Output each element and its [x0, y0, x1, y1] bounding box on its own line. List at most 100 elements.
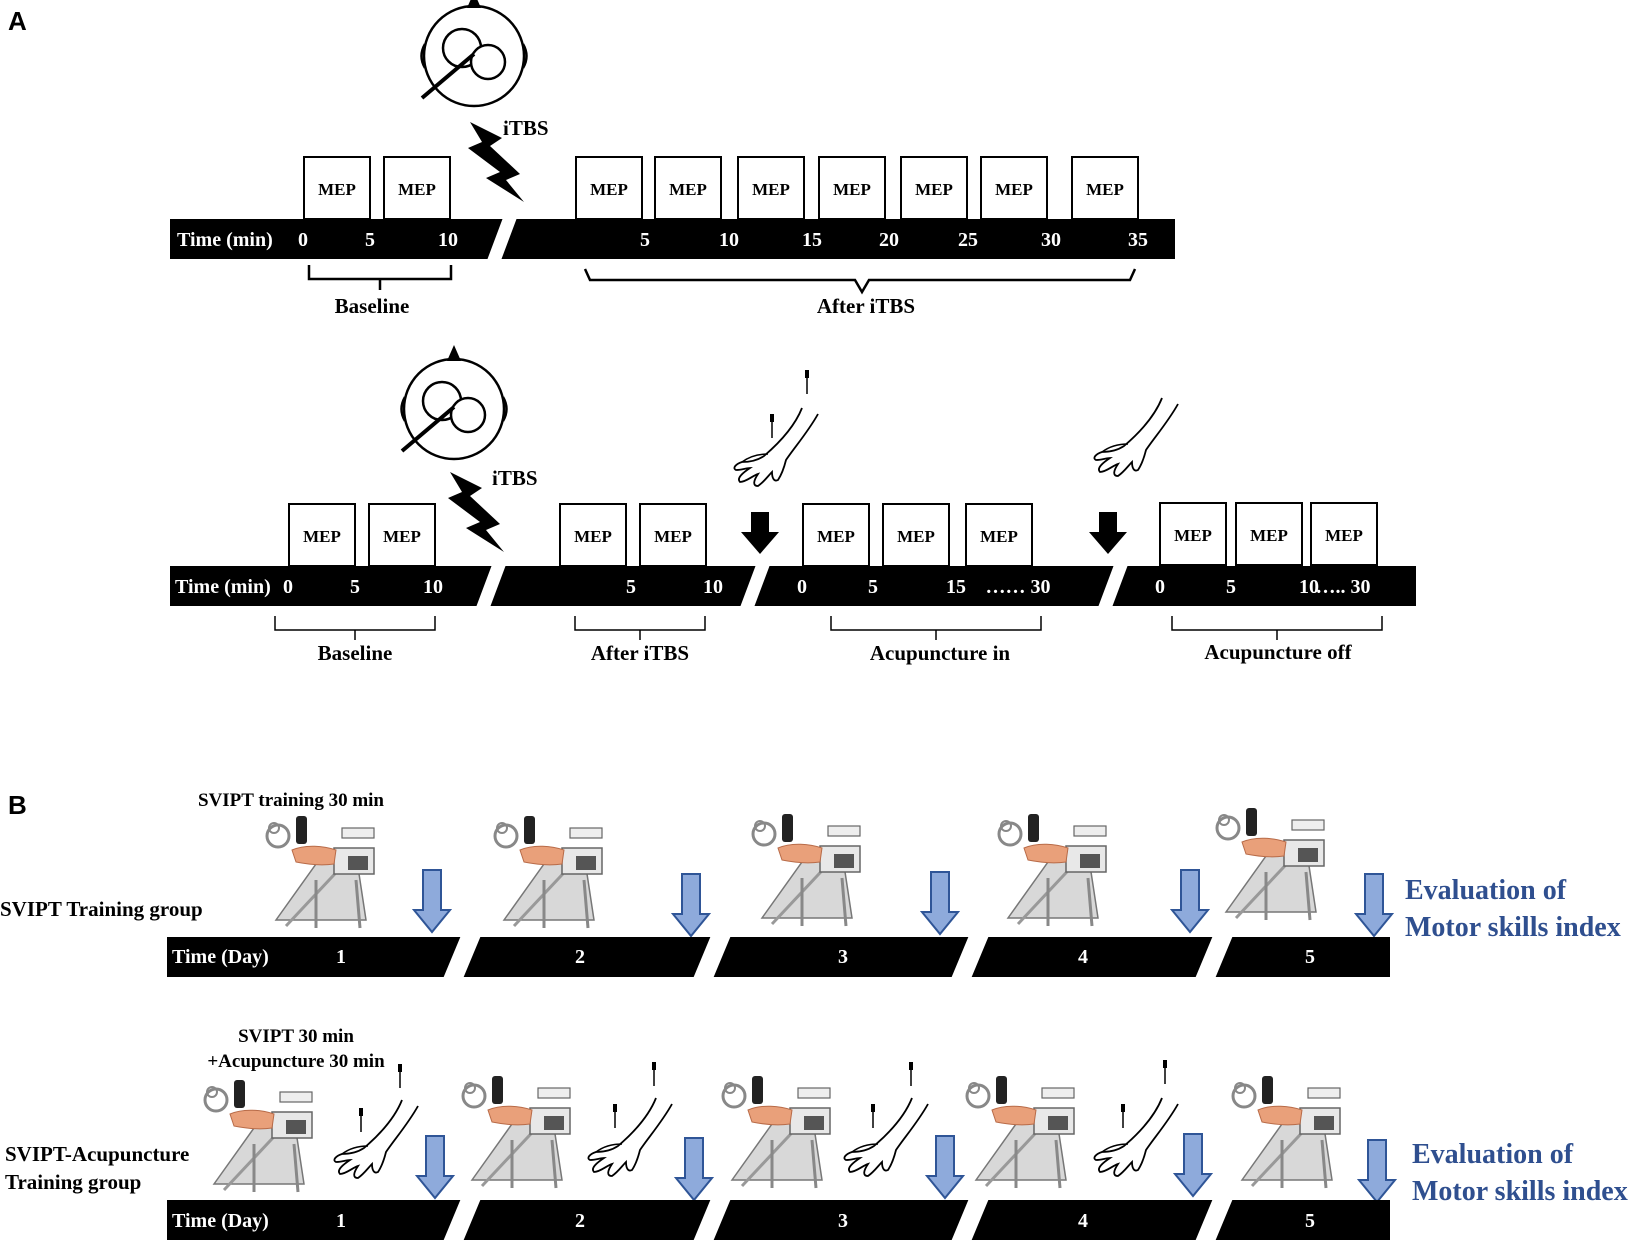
mep-label: MEP: [654, 527, 692, 546]
mep-boxes-row1: MEP MEP MEP MEP MEP MEP MEP MEP: [303, 156, 1139, 220]
down-arrow-icon: [1355, 873, 1393, 937]
mep-box: MEP: [654, 156, 722, 220]
mep-label: MEP: [897, 527, 935, 546]
bracket-label: Baseline: [335, 294, 410, 318]
timeline-bar-row1: [170, 215, 1175, 263]
robot-device-icon: [965, 1074, 1076, 1190]
tick-label: 25: [958, 229, 978, 251]
down-arrow-icon: [675, 1137, 713, 1201]
mep-label: MEP: [398, 180, 436, 199]
svipt-acu-header-line2: +Acupuncture 30 min: [207, 1051, 385, 1072]
mep-label: MEP: [1250, 526, 1288, 545]
bracket-label: After iTBS: [591, 641, 689, 665]
day-labels-row1: 1 2 3 4 5: [336, 946, 1315, 968]
tick-label: 5: [626, 576, 636, 598]
mep-label: MEP: [995, 180, 1033, 199]
robot-device-icon: [721, 1074, 832, 1190]
time-label: Time (min): [177, 229, 273, 251]
mep-box: MEP: [1235, 502, 1303, 566]
down-arrow-icon: [926, 1135, 964, 1199]
down-arrow-icon: [1174, 1133, 1212, 1197]
robot-device-icon: [203, 1078, 314, 1194]
tick-label: …… 30: [986, 576, 1051, 598]
robot-device-icon: [461, 1074, 572, 1190]
mep-label: MEP: [817, 527, 855, 546]
group-label-line1: SVIPT-Acupuncture: [5, 1142, 189, 1166]
robot-device-icon: [1215, 806, 1326, 922]
tick-label: 5: [365, 229, 375, 251]
mep-box: MEP: [965, 503, 1033, 567]
bracket-label: Acupuncture off: [1204, 640, 1352, 664]
mep-box: MEP: [1159, 502, 1227, 566]
itbs-label: iTBS: [492, 466, 538, 490]
mep-box: MEP: [818, 156, 886, 220]
mep-box: MEP: [737, 156, 805, 220]
down-arrow-icon: [672, 873, 710, 937]
arm-needle-icon: [1093, 1059, 1179, 1177]
head-coil-icon: [399, 343, 509, 461]
mep-box: MEP: [383, 156, 451, 220]
tick-label: 10: [423, 576, 443, 598]
day-timeline-bar-row1: [167, 933, 1390, 981]
down-arrow-icon: [1089, 512, 1127, 554]
day-labels-row2: 1 2 3 4 5: [336, 1210, 1315, 1232]
tick-label: 30: [1041, 229, 1061, 251]
bracket-after-itbs-row2: After iTBS: [574, 616, 706, 665]
hand-icon: [1093, 397, 1179, 477]
mep-label: MEP: [574, 527, 612, 546]
day-label: 5: [1305, 1210, 1315, 1232]
mep-label: MEP: [1325, 526, 1363, 545]
time-label: Time (Day): [172, 946, 269, 968]
bracket-label: Acupuncture in: [870, 641, 1011, 665]
down-arrow-icon: [416, 1135, 454, 1199]
day-label: 1: [336, 946, 346, 968]
down-arrow-icon: [1358, 1139, 1396, 1203]
tick-label: 5: [350, 576, 360, 598]
bracket-baseline-row2: Baseline: [274, 616, 436, 665]
mep-boxes-row2: MEP MEP MEP MEP MEP MEP MEP MEP: [288, 502, 1378, 567]
mep-label: MEP: [980, 527, 1018, 546]
day-label: 4: [1078, 946, 1088, 968]
mep-box: MEP: [288, 503, 356, 567]
time-label: Time (Day): [172, 1210, 269, 1232]
arm-needle-icon: [333, 1063, 419, 1179]
tick-label: 5: [868, 576, 878, 598]
mep-label: MEP: [752, 180, 790, 199]
robot-device-icon: [1231, 1074, 1342, 1190]
tick-label: 10: [438, 229, 458, 251]
day-timeline-bar-row2: [167, 1196, 1390, 1244]
mep-box: MEP: [1310, 502, 1378, 566]
itbs-label: iTBS: [503, 116, 549, 140]
tick-label: 0: [298, 229, 308, 251]
head-coil-icon: [419, 0, 529, 108]
mep-box: MEP: [368, 503, 436, 567]
tick-label: 10: [1299, 576, 1319, 598]
bracket-label: Baseline: [318, 641, 393, 665]
tick-label: 0: [1155, 576, 1165, 598]
group-label-line2: Training group: [5, 1170, 141, 1194]
robot-device-icon: [265, 814, 376, 930]
down-arrow-icon: [741, 512, 779, 554]
day-label: 4: [1078, 1210, 1088, 1232]
tick-label: 5: [640, 229, 650, 251]
tick-label: 0: [797, 576, 807, 598]
robot-device-icon: [751, 812, 862, 928]
evaluation-label-line1: Evaluation of: [1412, 1139, 1574, 1170]
tick-label: 10: [703, 576, 723, 598]
svipt-acu-header-line1: SVIPT 30 min: [238, 1026, 354, 1047]
evaluation-label-line2: Motor skills index: [1412, 1176, 1628, 1207]
mep-label: MEP: [915, 180, 953, 199]
down-arrow-icon: [1171, 869, 1209, 933]
mep-label: MEP: [318, 180, 356, 199]
arm-needle-icon: [587, 1061, 673, 1177]
down-arrow-icon: [413, 869, 451, 933]
day-label: 1: [336, 1210, 346, 1232]
day-label: 2: [575, 946, 585, 968]
bracket-acupuncture-off: Acupuncture off: [1171, 616, 1383, 664]
tick-label: ….. 30: [1316, 576, 1371, 598]
mep-label: MEP: [383, 527, 421, 546]
time-label: Time (min): [175, 576, 271, 598]
tick-labels-row1: 0 5 10 5 10 15 20 25 30 35: [298, 229, 1148, 251]
panel-a-label: A: [8, 6, 27, 36]
